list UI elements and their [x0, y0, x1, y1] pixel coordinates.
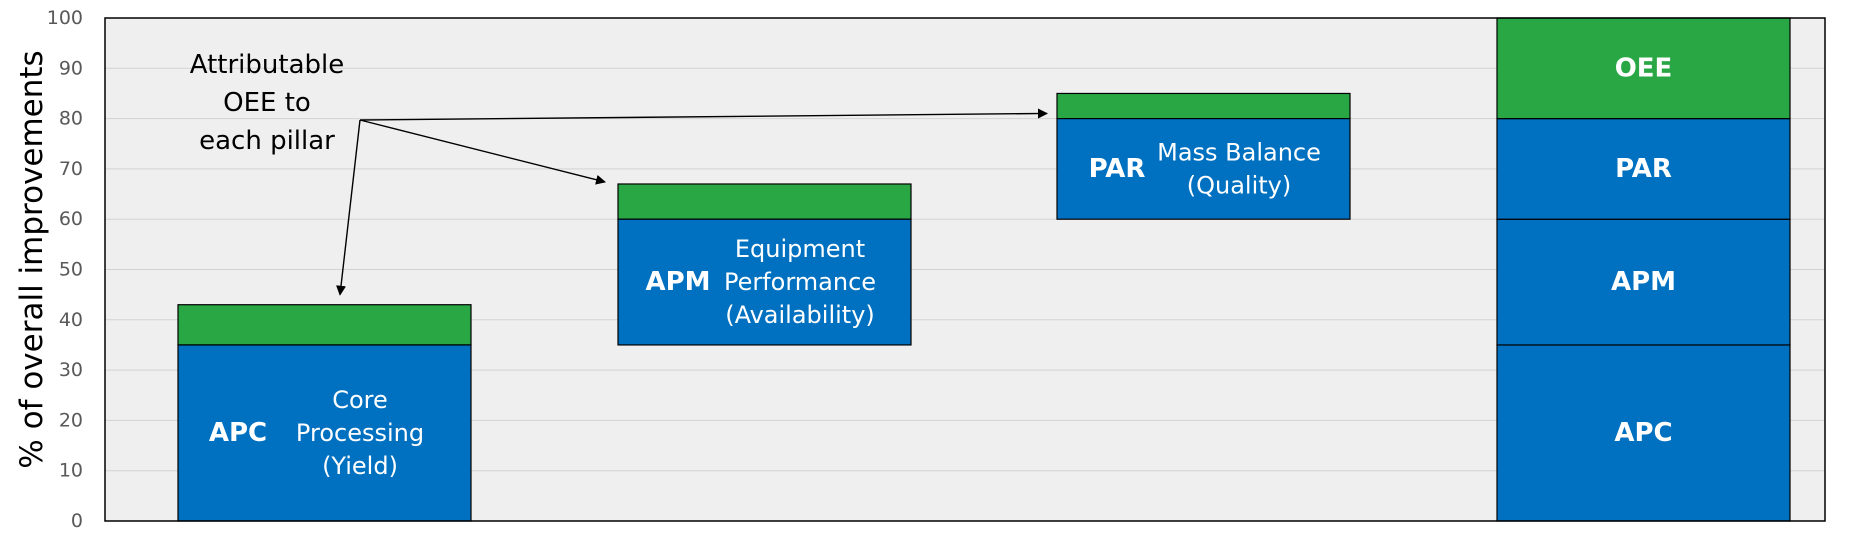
- y-tick-label: 60: [59, 208, 83, 230]
- y-tick-label: 10: [59, 460, 83, 482]
- total-segment-label: APM: [1611, 267, 1676, 297]
- annotation-line: Attributable: [190, 50, 344, 80]
- bar-description-line: Equipment: [735, 235, 865, 263]
- y-tick-label: 70: [59, 158, 83, 180]
- y-tick-label: 0: [71, 510, 83, 532]
- oee-bar-apc: [177, 304, 472, 346]
- total-segment-apc: [1496, 344, 1791, 522]
- y-tick-label: 80: [59, 108, 83, 130]
- oee-bar-apm: [617, 183, 912, 220]
- annotation-arrow: [359, 108, 1048, 121]
- total-segment-label: PAR: [1615, 154, 1672, 184]
- pillar-bar-par: [1056, 117, 1351, 220]
- annotation-line: OEE to: [223, 88, 311, 118]
- y-tick-label: 90: [59, 57, 83, 79]
- total-segment-label: APC: [1614, 418, 1672, 448]
- y-axis-label: % of overall improvements: [14, 50, 50, 468]
- y-tick-label: 50: [59, 259, 83, 281]
- y-tick-label: 100: [47, 7, 83, 29]
- y-axis-ticks: 0 10 20 30 40 50 60 70 80 90 100: [47, 7, 83, 532]
- y-tick-label: 20: [59, 409, 83, 431]
- bar-description-line: (Quality): [1187, 171, 1291, 199]
- bar-pillar-label: PAR: [1089, 154, 1146, 184]
- bar-pillar-label: APC: [209, 418, 267, 448]
- plot-border: [104, 17, 1826, 522]
- total-segment-apm: [1496, 218, 1791, 346]
- bar-description-line: (Yield): [322, 452, 398, 480]
- total-segment-label: OEE: [1615, 53, 1673, 83]
- y-tick-label: 30: [59, 359, 83, 381]
- y-tick-label: 40: [59, 309, 83, 331]
- annotation-arrow: [359, 119, 606, 185]
- bar-description-line: Processing: [296, 419, 424, 447]
- annotation-arrow: [336, 119, 361, 296]
- bar-pillar-label: APM: [645, 267, 710, 297]
- bar-description-line: Performance: [724, 268, 876, 296]
- annotation-line: each pillar: [199, 126, 335, 156]
- bar-group-par: PAR Mass Balance (Quality): [1056, 92, 1351, 220]
- total-segment-oee: [1496, 17, 1791, 120]
- bar-description-line: Mass Balance: [1157, 138, 1321, 166]
- oee-bar-par: [1056, 92, 1351, 120]
- bar-description-line: (Availability): [725, 301, 875, 329]
- total-stacked-bar: APC APM PAR OEE: [1496, 17, 1791, 522]
- bar-description-line: Core: [332, 386, 388, 414]
- pillar-bar-apc: [177, 344, 472, 522]
- pillar-bar-apm: [617, 218, 912, 346]
